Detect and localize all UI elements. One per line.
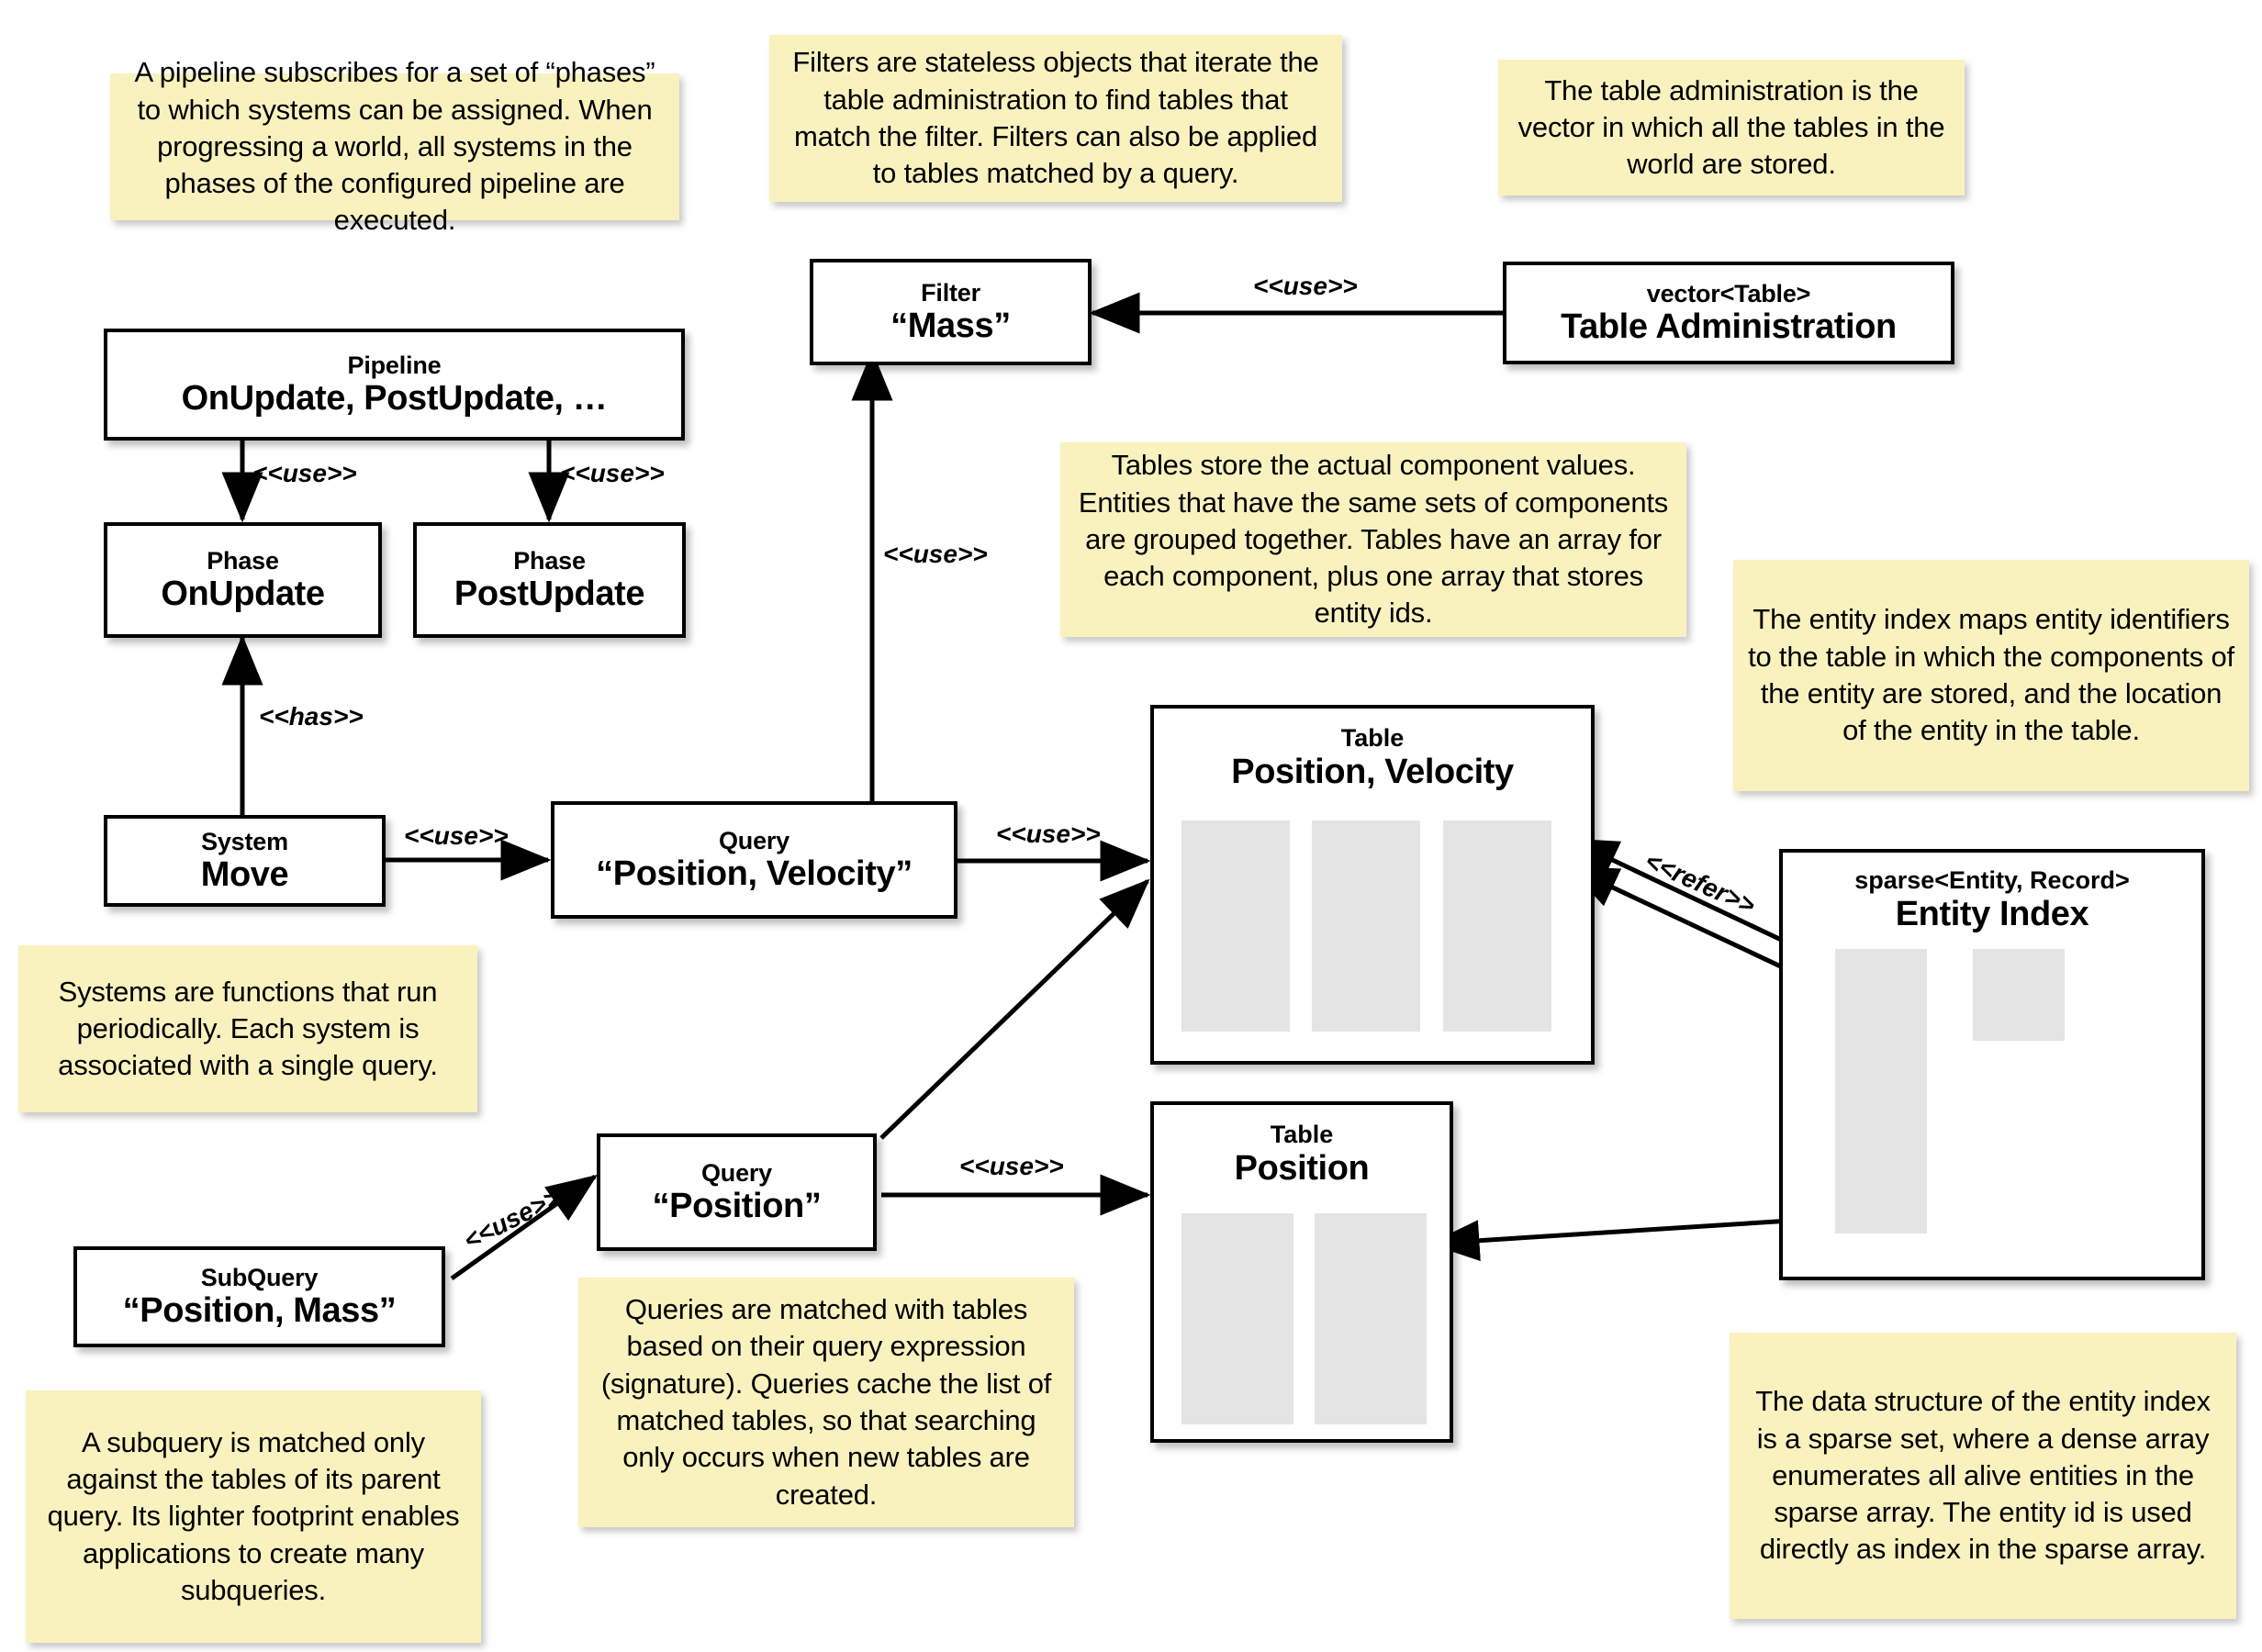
box-phase-postupdate-name: PostUpdate bbox=[454, 574, 645, 613]
note-subquery-text: A subquery is matched only against the t… bbox=[47, 1425, 460, 1606]
box-subquery-position-mass[interactable]: SubQuery “Position, Mass” bbox=[73, 1246, 445, 1347]
box-filter-mass[interactable]: Filter “Mass” bbox=[810, 259, 1092, 365]
box-phase-onupdate[interactable]: Phase OnUpdate bbox=[104, 522, 382, 638]
entity-index-dense-array bbox=[1973, 949, 2065, 1041]
table-pv-column-3 bbox=[1443, 820, 1551, 1032]
edge-queryp-tablepv bbox=[879, 878, 1150, 1140]
edge-label-tableadmin-uses-filter: <<use>> bbox=[1253, 272, 1358, 300]
box-table-administration[interactable]: vector<Table> Table Administration bbox=[1503, 262, 1954, 364]
box-query-pv-stereotype: Query bbox=[718, 826, 790, 854]
box-subquery-name: “Position, Mass” bbox=[122, 1290, 397, 1330]
note-pipeline-text: A pipeline subscribes for a set of “phas… bbox=[134, 56, 655, 237]
box-entity-index[interactable]: sparse<Entity, Record> Entity Index bbox=[1779, 849, 2205, 1280]
note-system-text: Systems are functions that run periodica… bbox=[58, 975, 438, 1082]
edge-label-pipeline-postupdate: <<use>> bbox=[560, 459, 665, 487]
note-entity-index: The entity index maps entity identifiers… bbox=[1733, 560, 2249, 791]
box-pipeline-name: OnUpdate, PostUpdate, … bbox=[181, 378, 608, 418]
edge-label-pipeline-onupdate: <<use>> bbox=[252, 459, 357, 487]
note-table-admin: The table administration is the vector i… bbox=[1498, 60, 1965, 195]
note-sparse-set: The data structure of the entity index i… bbox=[1730, 1333, 2236, 1619]
box-table-admin-stereotype: vector<Table> bbox=[1646, 279, 1811, 307]
edge-label-query-uses-filter: <<use>> bbox=[883, 540, 988, 568]
edge-label-queryp-uses-table: <<use>> bbox=[959, 1152, 1064, 1180]
box-system-move-name: Move bbox=[200, 854, 289, 894]
box-filter-stereotype: Filter bbox=[921, 278, 980, 307]
box-table-admin-name: Table Administration bbox=[1561, 307, 1897, 346]
table-pv-stereotype: Table bbox=[1340, 724, 1405, 752]
box-table-position[interactable]: Table Position bbox=[1150, 1101, 1453, 1443]
box-pipeline-stereotype: Pipeline bbox=[347, 351, 442, 379]
note-subquery: A subquery is matched only against the t… bbox=[26, 1390, 481, 1643]
entity-index-name: Entity Index bbox=[1895, 895, 2089, 934]
edge-label-entity-index-refer: <<refer>> bbox=[1641, 846, 1760, 921]
note-system: Systems are functions that run periodica… bbox=[18, 945, 477, 1112]
box-phase-onupdate-stereotype: Phase bbox=[207, 546, 279, 575]
entity-index-sparse-array bbox=[1835, 949, 1927, 1233]
table-pv-column-2 bbox=[1312, 820, 1420, 1032]
note-filter: Filters are stateless objects that itera… bbox=[769, 35, 1342, 202]
box-query-pv-name: “Position, Velocity” bbox=[596, 854, 913, 893]
box-system-move[interactable]: System Move bbox=[104, 815, 386, 907]
edge-label-querypv-uses-table: <<use>> bbox=[996, 820, 1101, 848]
note-entity-index-text: The entity index maps entity identifiers… bbox=[1748, 603, 2234, 747]
table-pv-header: Table Position, Velocity bbox=[1154, 724, 1591, 793]
box-pipeline[interactable]: Pipeline OnUpdate, PostUpdate, … bbox=[104, 329, 685, 441]
table-p-column-2 bbox=[1315, 1213, 1427, 1424]
box-phase-postupdate[interactable]: Phase PostUpdate bbox=[413, 522, 686, 638]
edge-label-system-uses-query: <<use>> bbox=[404, 821, 509, 850]
table-p-header: Table Position bbox=[1154, 1121, 1450, 1189]
box-phase-onupdate-name: OnUpdate bbox=[161, 574, 325, 613]
entity-index-stereotype: sparse<Entity, Record> bbox=[1854, 866, 2130, 894]
box-query-position[interactable]: Query “Position” bbox=[597, 1133, 877, 1251]
note-pipeline: A pipeline subscribes for a set of “phas… bbox=[110, 56, 679, 236]
box-query-p-name: “Position” bbox=[652, 1186, 822, 1225]
edge-label-system-has-phase: <<has>> bbox=[259, 702, 364, 731]
table-p-stereotype: Table bbox=[1270, 1121, 1334, 1148]
table-pv-name: Position, Velocity bbox=[1231, 753, 1514, 792]
note-filter-text: Filters are stateless objects that itera… bbox=[792, 46, 1319, 190]
box-table-position-velocity[interactable]: Table Position, Velocity bbox=[1150, 705, 1595, 1065]
note-sparse-set-text: The data structure of the entity index i… bbox=[1755, 1385, 2211, 1566]
note-table-text: Tables store the actual component values… bbox=[1078, 449, 1669, 630]
box-query-p-stereotype: Query bbox=[700, 1158, 773, 1187]
table-pv-column-1 bbox=[1181, 820, 1290, 1032]
edge-label-subquery-uses-query: <<use>> bbox=[459, 1182, 566, 1256]
entity-index-header: sparse<Entity, Record> Entity Index bbox=[1783, 866, 2201, 935]
note-table: Tables store the actual component values… bbox=[1060, 442, 1686, 637]
box-system-move-stereotype: System bbox=[201, 827, 288, 855]
table-p-name: Position bbox=[1234, 1149, 1370, 1189]
table-p-column-1 bbox=[1181, 1213, 1293, 1424]
note-query-text: Queries are matched with tables based on… bbox=[600, 1293, 1052, 1511]
box-subquery-stereotype: SubQuery bbox=[200, 1263, 319, 1291]
box-query-position-velocity[interactable]: Query “Position, Velocity” bbox=[551, 801, 957, 919]
note-query: Queries are matched with tables based on… bbox=[578, 1278, 1074, 1527]
note-table-admin-text: The table administration is the vector i… bbox=[1517, 73, 1945, 181]
box-filter-name: “Mass” bbox=[890, 306, 1011, 345]
box-phase-postupdate-stereotype: Phase bbox=[513, 546, 586, 575]
